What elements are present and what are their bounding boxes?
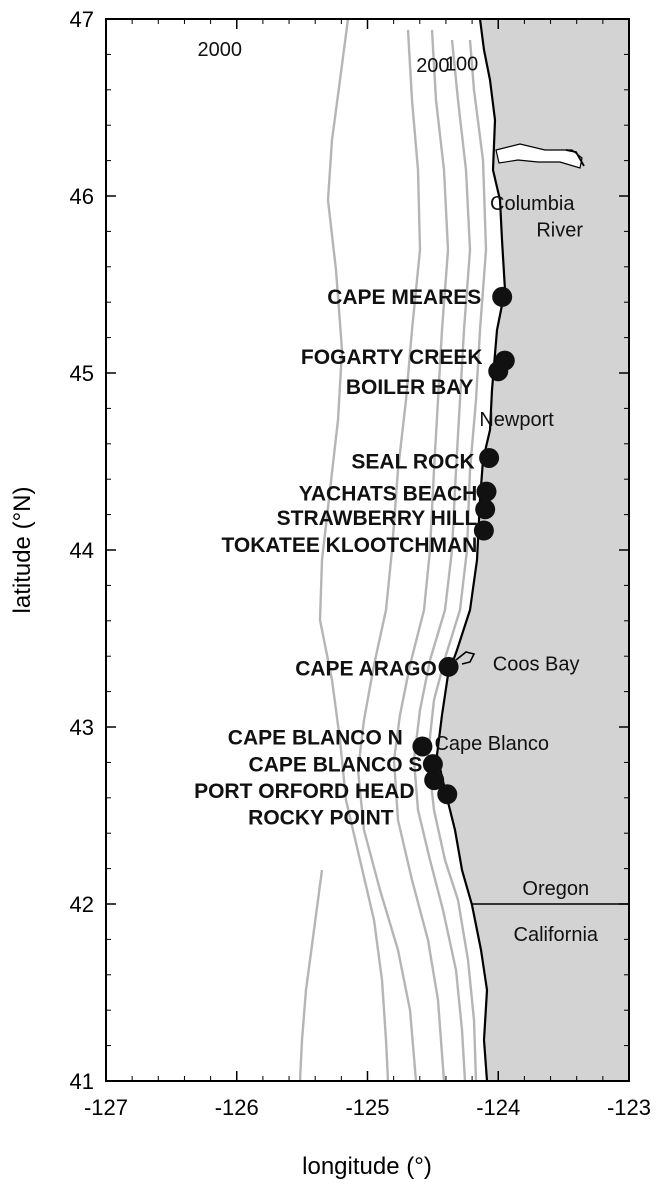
place-label: Cape Blanco [434, 733, 549, 755]
isobath-lines [318, 19, 488, 1081]
isobath-500 [392, 29, 450, 1081]
place-label: California [514, 924, 599, 946]
site-label: CAPE BLANCO N [228, 727, 403, 750]
site-label: ROCKY POINT [248, 806, 394, 829]
x-tick-label: -123 [607, 1095, 651, 1120]
site-label: TOKATEE KLOOTCHMAN [221, 534, 477, 557]
columbia-estuary [495, 143, 583, 169]
isobath-label-100: 100 [445, 53, 478, 75]
site-label: CAPE BLANCO S [249, 753, 423, 776]
x-tick-label: -124 [476, 1095, 520, 1120]
y-tick-label: 42 [70, 892, 94, 917]
isobath-label-2000: 2000 [198, 39, 243, 61]
x-tick-label: -126 [215, 1095, 259, 1120]
y-tick-label: 47 [70, 7, 94, 32]
coastline [435, 19, 507, 1081]
place-label: Columbia [490, 193, 575, 215]
site-marker [479, 447, 500, 468]
x-axis-title: longitude (°) [302, 1153, 432, 1180]
site-marker [422, 754, 443, 775]
x-tick-label: -127 [84, 1095, 128, 1120]
site-marker [476, 481, 497, 502]
site-marker [437, 784, 458, 805]
y-tick-label: 43 [70, 715, 94, 740]
site-label: YACHATS BEACH [299, 482, 478, 505]
y-tick-label: 41 [70, 1069, 94, 1094]
isobath-200 [412, 39, 472, 1081]
isobath-100 [426, 39, 488, 1081]
columbia-river-channel [565, 149, 585, 167]
site-label: SEAL ROCK [351, 451, 474, 474]
site-label: STRAWBERRY HILL [277, 507, 478, 530]
site-label: PORT ORFORD HEAD [194, 780, 415, 803]
y-tick-label: 44 [70, 538, 94, 563]
y-tick-label: 46 [70, 184, 94, 209]
site-marker [492, 286, 513, 307]
site-label: FOGARTY CREEK [301, 346, 483, 369]
site-label: BOILER BAY [346, 376, 474, 399]
site-marker [424, 770, 445, 791]
place-label: Coos Bay [493, 653, 580, 675]
coos-bay-inlet [455, 651, 476, 665]
place-label: Newport [479, 409, 554, 431]
study-sites: CAPE MEARES FOGARTY CREEK BOILER BAY SEAL R… [194, 286, 515, 829]
site-label: CAPE ARAGO [295, 658, 437, 681]
isobath-2000-west [298, 869, 324, 1081]
isobath-label-200: 200 [416, 55, 449, 77]
site-label: CAPE MEARES [327, 286, 481, 309]
site-marker [438, 656, 459, 677]
place-label: Oregon [522, 878, 589, 900]
place-label: River [536, 220, 583, 242]
site-marker [412, 736, 433, 757]
land-area [437, 19, 629, 1081]
y-tick-label: 45 [70, 361, 94, 386]
site-marker [488, 361, 509, 382]
site-marker [475, 499, 496, 520]
y-axis-title: latitude (°N) [9, 487, 36, 614]
site-marker [473, 520, 494, 541]
axis-ticks: -127 -126 -125 -124 -123 41 42 43 44 45 46 47 [70, 7, 652, 1120]
x-tick-label: -125 [345, 1095, 389, 1120]
isobath-1000 [356, 29, 422, 1081]
isobath-2000 [318, 19, 390, 1081]
